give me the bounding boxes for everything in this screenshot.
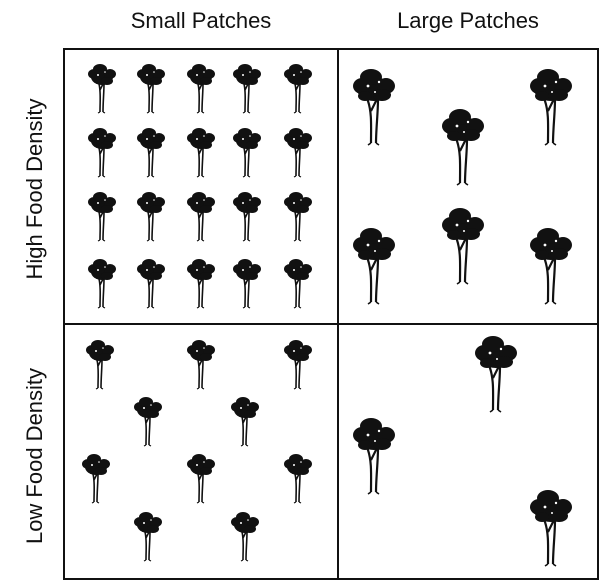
tree-icon-small-high-13 (187, 192, 215, 241)
tree-icon-small-low-8 (284, 454, 312, 503)
tree-icon-small-high-12 (137, 192, 165, 241)
tree-icon-large-high-4 (353, 228, 395, 304)
tree-icon-small-low-2 (187, 340, 215, 389)
tree-icon-small-high-14 (233, 192, 261, 241)
tree-icon-small-low-7 (187, 454, 215, 503)
tree-icon-small-low-4 (134, 397, 162, 446)
tree-icon-small-high-9 (233, 128, 261, 177)
tree-icon-small-high-5 (284, 64, 312, 113)
tree-icon-small-high-3 (187, 64, 215, 113)
tree-icon-small-high-11 (88, 192, 116, 241)
tree-icon-small-low-1 (86, 340, 114, 389)
tree-icon-small-high-16 (88, 259, 116, 308)
tree-icon-large-high-2 (442, 109, 484, 185)
tree-icon-small-high-4 (233, 64, 261, 113)
tree-icon-small-high-15 (284, 192, 312, 241)
tree-icon-small-high-10 (284, 128, 312, 177)
tree-icon-small-high-20 (284, 259, 312, 308)
tree-icon-small-low-3 (284, 340, 312, 389)
tree-icon-large-high-1 (353, 69, 395, 145)
tree-icon-small-high-8 (187, 128, 215, 177)
tree-icon-small-high-2 (137, 64, 165, 113)
tree-icon-small-high-17 (137, 259, 165, 308)
tree-icon-large-high-6 (530, 228, 572, 304)
tree-icon-large-low-1 (475, 336, 517, 412)
tree-icon-small-high-19 (233, 259, 261, 308)
tree-icon-small-low-6 (82, 454, 110, 503)
grid-frame (64, 49, 598, 579)
tree-icon-small-low-5 (231, 397, 259, 446)
tree-icon-large-low-3 (530, 490, 572, 566)
tree-icon-small-high-1 (88, 64, 116, 113)
tree-icon-small-high-7 (137, 128, 165, 177)
tree-icon-small-low-9 (134, 512, 162, 561)
tree-icon-large-high-5 (442, 208, 484, 284)
tree-icon-small-high-18 (187, 259, 215, 308)
tree-icon-small-low-10 (231, 512, 259, 561)
tree-icon-large-high-3 (530, 69, 572, 145)
tree-icon-small-high-6 (88, 128, 116, 177)
tree-icon-large-low-2 (353, 418, 395, 494)
